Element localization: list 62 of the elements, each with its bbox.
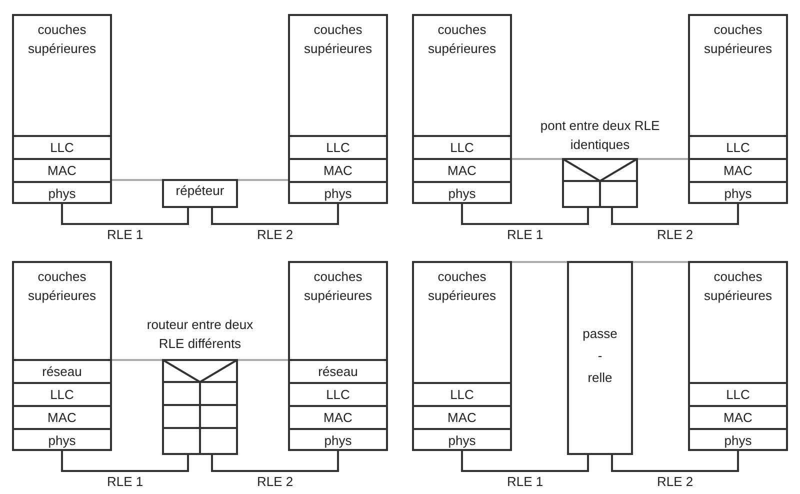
- layer-box: phys: [688, 428, 788, 451]
- edge-label: RLE 2: [255, 227, 296, 242]
- upper-layers-box: couches supérieures: [412, 261, 512, 384]
- layer-box: phys: [688, 181, 788, 204]
- layer-box: MAC: [688, 405, 788, 430]
- layer-box: LLC: [288, 135, 388, 160]
- layer-box: LLC: [288, 382, 388, 407]
- layer-box: LLC: [412, 382, 512, 407]
- layer-box: MAC: [12, 405, 112, 430]
- layer-box: LLC: [12, 135, 112, 160]
- layer-box: phys: [288, 181, 388, 204]
- edge-label: RLE 2: [655, 227, 696, 242]
- layer-box: LLC: [412, 135, 512, 160]
- upper-layers-box: couches supérieures: [12, 14, 112, 137]
- layer-box: MAC: [688, 158, 788, 183]
- layer-box: LLC: [12, 382, 112, 407]
- edge-label: RLE 2: [255, 474, 296, 489]
- network-link: [638, 158, 688, 160]
- layer-box: réseau: [288, 359, 388, 384]
- upper-layers-box: couches supérieures: [288, 14, 388, 137]
- upper-layers-box: couches supérieures: [288, 261, 388, 361]
- repeater-box: répéteur: [162, 179, 238, 208]
- edge-label: RLE 1: [105, 227, 146, 242]
- network-link: [61, 204, 189, 225]
- upper-layers-box: couches supérieures: [412, 14, 512, 137]
- layer-box: MAC: [412, 158, 512, 183]
- network-link: [211, 204, 339, 225]
- network-link: [611, 451, 739, 472]
- network-link: [461, 204, 589, 225]
- layer-box: phys: [288, 428, 388, 451]
- layer-box: LLC: [688, 135, 788, 160]
- upper-layers-box: couches supérieures: [688, 14, 788, 137]
- layer-box: MAC: [12, 158, 112, 183]
- layer-box: réseau: [12, 359, 112, 384]
- network-link: [211, 451, 339, 472]
- edge-label: RLE 1: [505, 474, 546, 489]
- layer-box: MAC: [412, 405, 512, 430]
- network-link: [61, 451, 189, 472]
- edge-label: RLE 2: [655, 474, 696, 489]
- layer-box: LLC: [688, 382, 788, 407]
- layer-box: phys: [412, 181, 512, 204]
- network-link: [112, 179, 162, 181]
- network-link: [112, 359, 162, 361]
- layer-box: phys: [12, 428, 112, 451]
- layer-box: MAC: [288, 158, 388, 183]
- upper-layers-box: couches supérieures: [12, 261, 112, 361]
- network-link: [461, 451, 589, 472]
- upper-layers-box: couches supérieures: [688, 261, 788, 384]
- gateway-box: passe - relle: [567, 261, 633, 455]
- device-caption: routeur entre deux RLE différents: [146, 316, 254, 353]
- edge-label: RLE 1: [505, 227, 546, 242]
- layer-box: phys: [12, 181, 112, 204]
- network-link: [512, 158, 562, 160]
- network-link: [238, 179, 288, 181]
- network-link: [633, 261, 688, 263]
- layer-box: phys: [412, 428, 512, 451]
- device-caption: pont entre deux RLE identiques: [540, 117, 660, 154]
- edge-label: RLE 1: [105, 474, 146, 489]
- network-link: [512, 261, 567, 263]
- network-link: [238, 359, 288, 361]
- layer-box: MAC: [288, 405, 388, 430]
- network-link: [611, 204, 739, 225]
